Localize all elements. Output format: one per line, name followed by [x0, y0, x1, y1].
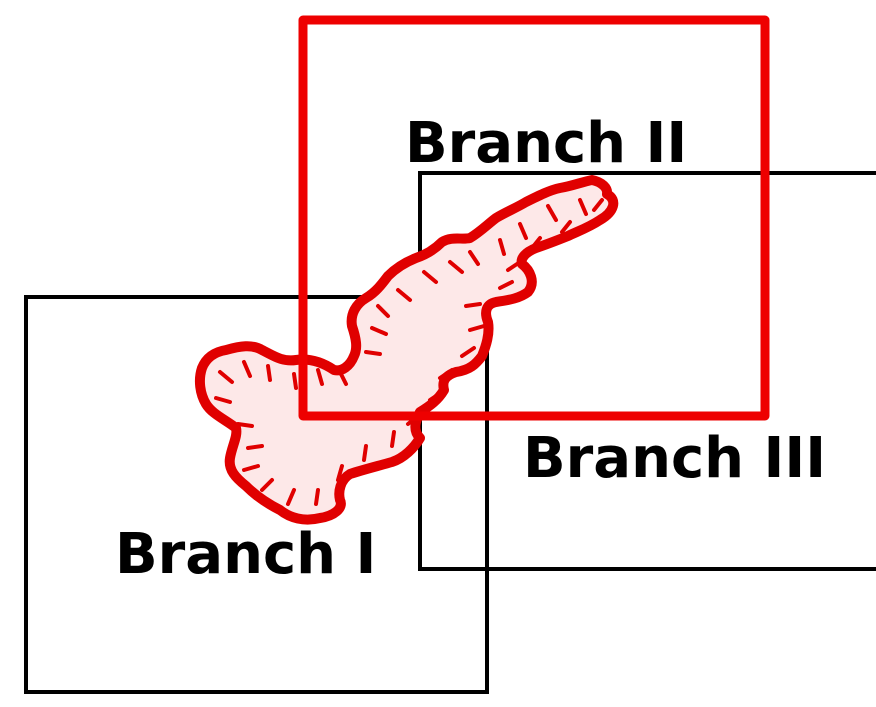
region-ticks: [214, 198, 604, 506]
branch-1-label: Branch I: [115, 522, 376, 587]
branch-3-label: Branch III: [523, 426, 826, 491]
region-shape: [194, 175, 619, 525]
region-outline: [194, 175, 619, 525]
branch-1-box: [24, 295, 489, 694]
branch-2-box: [298, 15, 770, 421]
branch-2-label: Branch II: [405, 111, 687, 176]
